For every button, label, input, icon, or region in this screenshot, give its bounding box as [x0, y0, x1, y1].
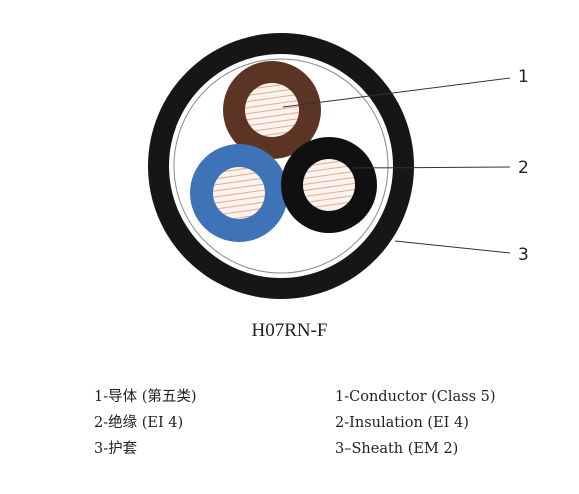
- legend-en-conductor: 1-Conductor (Class 5): [335, 389, 496, 405]
- cable-cross-section: 1 2 3: [148, 33, 529, 299]
- legend-english: 1-Conductor (Class 5) 2-Insulation (EI 4…: [335, 384, 496, 462]
- core-brown: [223, 61, 321, 159]
- callout-3: 3: [518, 245, 529, 265]
- legend-chinese: 1-导体 (第五类) 2-绝缘 (EI 4) 3-护套: [94, 384, 197, 462]
- callout-2: 2: [518, 158, 529, 178]
- sheath-inner-outline: [173, 58, 389, 274]
- legend-cn-sheath: 3-护套: [94, 441, 138, 457]
- leader-line-conductor: [282, 77, 511, 108]
- legend-cn-conductor: 1-导体 (第五类): [94, 389, 197, 405]
- callout-1: 1: [518, 67, 529, 87]
- legend-en-sheath: 3–Sheath (EM 2): [335, 441, 459, 457]
- model-title: H07RN-F: [251, 320, 328, 341]
- conductor-blue: [213, 167, 265, 219]
- core-blue: [190, 144, 288, 242]
- core-black: [281, 137, 377, 233]
- conductor-brown: [245, 83, 299, 137]
- conductor-black: [303, 159, 355, 211]
- legend-cn-insulation: 2-绝缘 (EI 4): [94, 415, 184, 431]
- leader-line-insulation: [351, 166, 511, 169]
- legend-en-insulation: 2-Insulation (EI 4): [335, 415, 469, 431]
- leader-line-sheath: [394, 240, 511, 254]
